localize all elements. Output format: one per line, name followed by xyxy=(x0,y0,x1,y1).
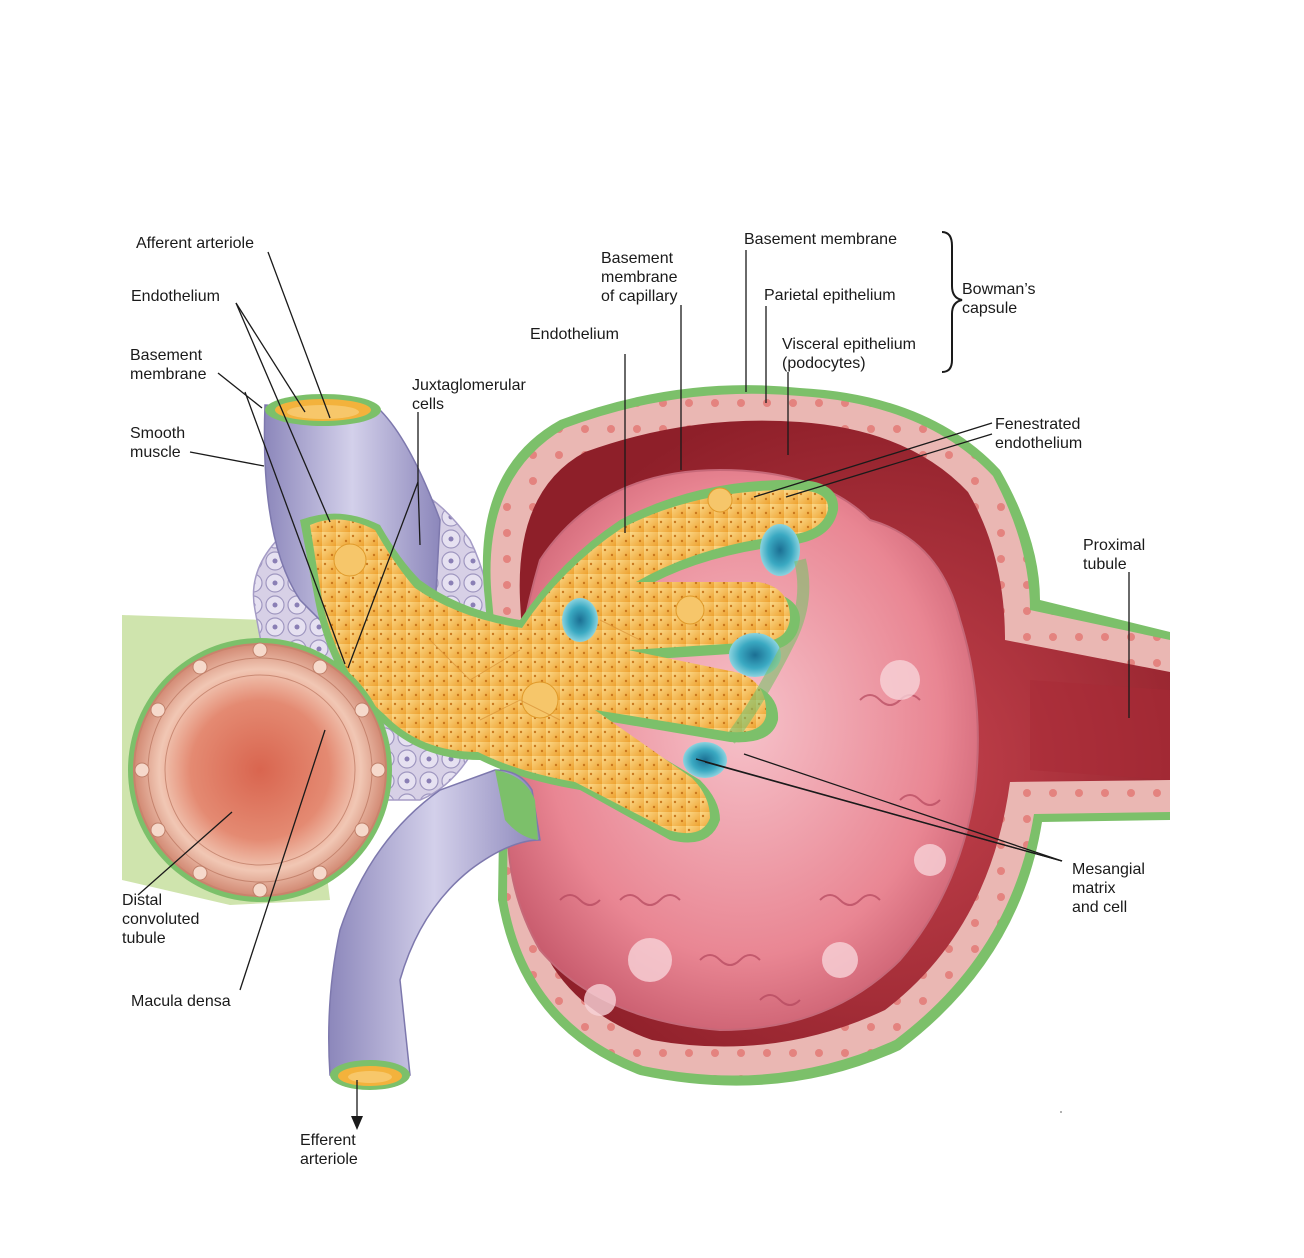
label-basement-membrane-top: Basement membrane xyxy=(744,231,897,248)
label-parietal-epithelium: Parietal epithelium xyxy=(764,287,896,304)
label-macula-densa: Macula densa xyxy=(131,993,231,1010)
label-endothelium-center: Endothelium xyxy=(530,326,619,343)
label-endothelium-left: Endothelium xyxy=(131,288,220,305)
flow-arrow-icon xyxy=(351,1116,363,1130)
label-visceral-epithelium: Visceral epithelium(podocytes) xyxy=(782,336,916,372)
label-afferent-arteriole: Afferent arteriole xyxy=(136,235,254,252)
